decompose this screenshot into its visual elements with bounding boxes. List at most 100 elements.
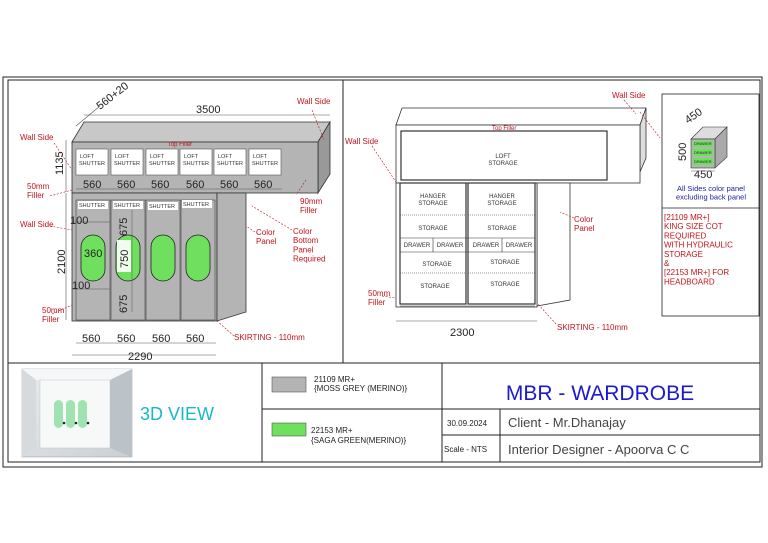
- shutter-tag: [148, 202, 178, 210]
- date: 30.09.2024: [447, 419, 488, 428]
- wall-side-label: Wall Side: [20, 133, 54, 142]
- 3d-view-label: 3D VIEW: [140, 404, 214, 424]
- shutter-label: SHUTTER: [114, 203, 140, 209]
- box-drawer: [693, 158, 713, 165]
- dim-100-top: 100: [70, 215, 88, 227]
- drawer-label: DRAWER: [694, 159, 712, 164]
- shutter-label: SHUTTER: [149, 204, 175, 210]
- shutter-label: SHUTTER: [183, 202, 209, 208]
- interior-width-dim: 2300: [450, 327, 474, 339]
- shutter-tag: [182, 200, 212, 208]
- dim-360-box: [83, 246, 103, 260]
- dim-675-bottom: 675: [118, 295, 130, 313]
- leader-line: [639, 111, 661, 139]
- drawer-label: DRAWER: [473, 243, 500, 249]
- green-name: {SAGA GREEN(MERINO)}: [311, 436, 406, 445]
- leader-line: [559, 211, 575, 219]
- 3d-knob: [62, 421, 66, 425]
- bottom-width-dim: 560: [82, 333, 100, 345]
- leader-line: [49, 225, 73, 231]
- grey-code: 21109 MR+: [314, 375, 355, 384]
- loft-shutter: [248, 148, 282, 176]
- loft-shutter: [110, 148, 144, 176]
- bottom-width-dim: 560: [152, 333, 170, 345]
- leader-line: [295, 179, 307, 196]
- wall-side-label: Wall Side: [612, 91, 646, 100]
- storage-label: STORAGE: [490, 260, 519, 266]
- loft-label: LOFT: [253, 154, 268, 160]
- shutter-label: SHUTTER: [217, 161, 243, 167]
- drawer-label: DRAWER: [506, 243, 533, 249]
- loft-width-dim: 560: [117, 179, 135, 191]
- green-insert: [185, 234, 211, 282]
- loft-width-dim: 560: [83, 179, 101, 191]
- leader-line: [49, 189, 73, 197]
- 3d-green-insert: [54, 400, 63, 428]
- leader-line: [311, 109, 325, 141]
- loft-shutters: LOFT SHUTTER LOFT SHUTTER LOFT SHUTTER L…: [75, 148, 282, 176]
- width-dim: 3500: [196, 104, 220, 116]
- leader-line: [245, 225, 259, 235]
- compartment-right: [467, 182, 536, 305]
- dim-450-bottom: 450: [694, 169, 712, 181]
- grey-name: {MOSS GREY (MERINO)}: [314, 384, 408, 393]
- grey-swatch: [271, 376, 307, 393]
- leader-line: [251, 205, 293, 231]
- storage-label: STORAGE: [490, 282, 519, 288]
- storage-label: STORAGE: [418, 226, 447, 232]
- bottom-width-dim: 560: [186, 333, 204, 345]
- outer-frame: [2, 76, 763, 468]
- dim-500: 500: [677, 143, 689, 161]
- leader-line: [51, 304, 73, 315]
- door-shutters: SHUTTER SHUTTER SHUTTER SHUTTER: [75, 199, 216, 321]
- dim-360: 360: [84, 248, 102, 260]
- title-block: 3D VIEW 21109 MR+ {MOSS GREY (MERINO)} 2…: [21, 363, 760, 462]
- dim-100-bottom: 100: [72, 280, 90, 292]
- leader-line: [381, 295, 397, 299]
- front-elevation: Top Filler LOFT SHUTTER LOFT SHUTTER LOF…: [20, 80, 331, 363]
- storage-label: STORAGE: [487, 226, 516, 232]
- client: Client - Mr.Dhanajay: [508, 415, 626, 430]
- shutter-label: SHUTTER: [79, 203, 105, 209]
- shutter-tag: [78, 201, 108, 209]
- depth-dim: 560+20: [94, 80, 131, 112]
- drawer-label: DRAWER: [437, 243, 464, 249]
- loft-width-dim: 560: [254, 179, 272, 191]
- shutter-label: SHUTTER: [79, 161, 105, 167]
- box-drawer: [693, 141, 713, 147]
- shutter-label: SHUTTER: [252, 161, 278, 167]
- leader-line: [537, 303, 557, 325]
- side-panel: [536, 182, 571, 307]
- green-code: 22153 MR+: [311, 426, 353, 435]
- wall-side-label: Wall Side: [20, 220, 54, 229]
- wall-side-label: Wall Side: [297, 97, 331, 106]
- loft-shutter: [179, 148, 213, 176]
- designer: Interior Designer - Apoorva C C: [508, 442, 689, 457]
- storage-label: STORAGE: [420, 284, 449, 290]
- leader-line: [215, 319, 235, 337]
- loft-width-dim: 560: [186, 179, 204, 191]
- drawer-label: DRAWER: [694, 141, 712, 146]
- dim-750: 750: [119, 250, 131, 268]
- side-color-panel: [216, 192, 247, 322]
- 3d-knob: [74, 421, 78, 425]
- dim-675-top: 675: [118, 218, 130, 236]
- total-width-dim: 2290: [128, 351, 152, 363]
- skirting-label: SKIRTING - 110mm: [557, 323, 628, 332]
- leader-line: [371, 145, 397, 183]
- loft-label: LOFT: [115, 154, 130, 160]
- loft-top-face: [71, 121, 331, 143]
- loft-label: LOFT: [80, 154, 95, 160]
- dim-450-top: 450: [683, 106, 705, 126]
